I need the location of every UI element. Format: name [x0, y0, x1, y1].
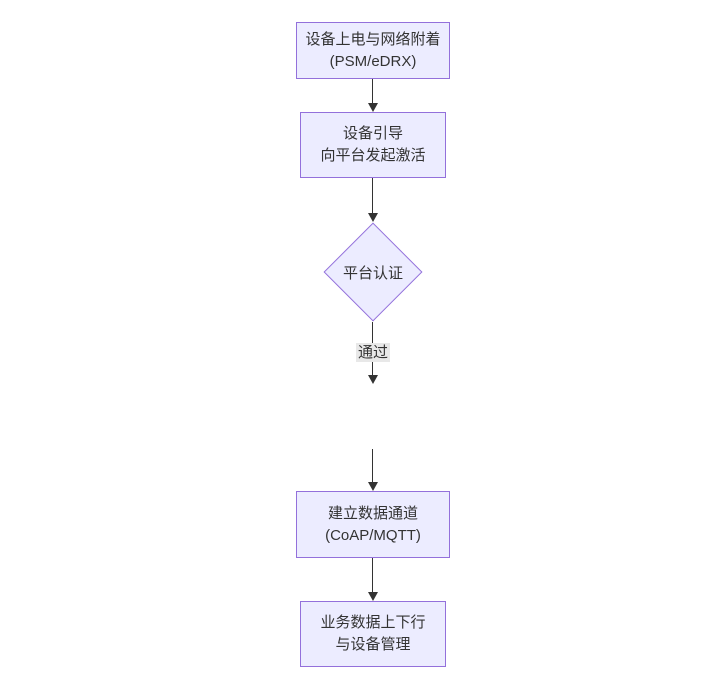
flow-node-channel: 建立数据通道 (CoAP/MQTT) — [296, 491, 450, 558]
edge-line — [372, 79, 373, 104]
flow-node-bootstrap: 设备引导 向平台发起激活 — [300, 112, 446, 178]
edge-label-pass: 通过 — [355, 343, 391, 362]
arrowhead-down-icon — [368, 103, 378, 112]
arrowhead-down-icon — [368, 592, 378, 601]
arrowhead-down-icon — [368, 375, 378, 384]
node-label-line: 设备引导 — [342, 125, 403, 142]
node-label-line: 业务数据上下行 — [320, 614, 426, 631]
arrowhead-down-icon — [368, 482, 378, 491]
edge-line — [372, 449, 373, 483]
node-label-line: (PSM/eDRX) — [329, 52, 417, 70]
node-label-line: (CoAP/MQTT) — [325, 526, 421, 544]
node-label-line: 平台认证 — [342, 264, 403, 282]
node-label-line: 与设备管理 — [335, 636, 411, 653]
flow-node-auth: 平台认证 — [322, 221, 424, 323]
node-label-line: 建立数据通道 — [327, 504, 418, 522]
flow-node-power-attach: 设备上电与网络附着 (PSM/eDRX) — [296, 22, 450, 79]
edge-line — [372, 178, 373, 214]
node-label-line: 设备上电与网络附着 — [305, 30, 441, 48]
edge-line — [372, 558, 373, 593]
flow-node-business: 业务数据上下行 与设备管理 — [300, 601, 446, 667]
arrowhead-down-icon — [368, 213, 378, 222]
node-label-line: 向平台发起激活 — [320, 147, 426, 164]
